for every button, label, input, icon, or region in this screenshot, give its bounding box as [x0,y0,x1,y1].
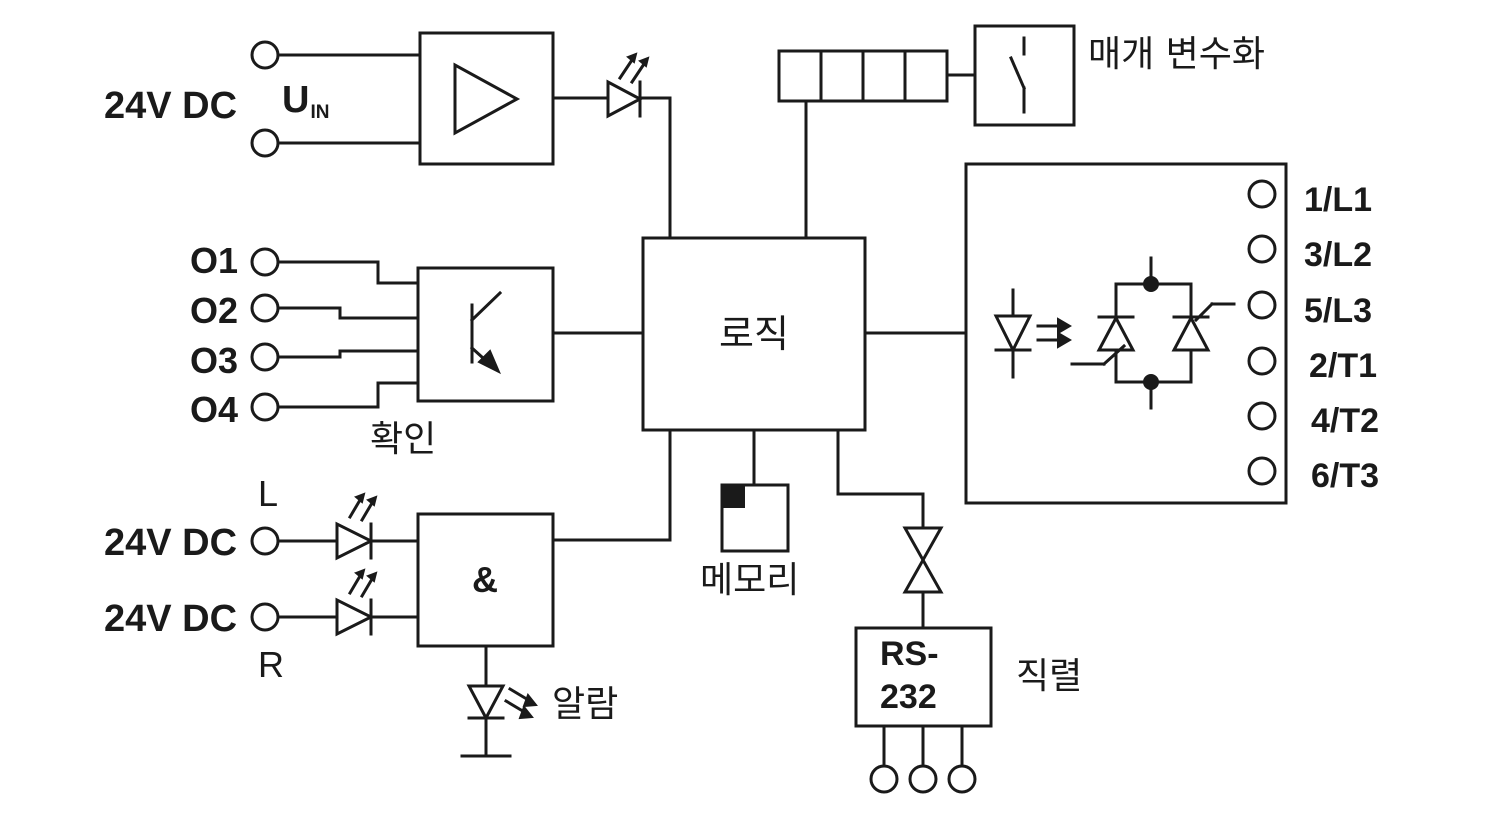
memory-block [720,428,790,553]
input-r-voltage-label: 24V DC [104,598,237,640]
supply-u-label: UIN [282,79,329,123]
supply-voltage-label: 24V DC [104,85,237,127]
outputs-group: O1 O2 O3 O4 [190,240,420,430]
and-gate-label: & [472,559,498,600]
load-terminal-label-1: 1/L1 [1304,181,1372,219]
rs232-label-line1: RS- [880,635,939,673]
input-r-terminal [250,602,280,632]
confirm-label: 확인 [370,419,436,460]
load-terminal-label-6: 6/T3 [1311,457,1379,495]
serial-terminal-1 [869,764,899,794]
logic-block: 로직 [641,236,867,432]
serial-link [836,428,944,630]
input-l-voltage-label: 24V DC [104,522,237,564]
param-switch [973,24,1076,127]
output-label-o1: O1 [190,240,238,281]
alarm-label: 알람 [552,684,618,725]
triac-right-icon [1171,314,1211,352]
rs232-label-line2: 232 [880,678,937,716]
load-terminal-4 [1247,346,1277,376]
supply-terminal-top [250,40,280,70]
input-r-tag: R [258,644,284,685]
load-terminal-3 [1247,290,1277,320]
load-terminal-label-5: 4/T2 [1311,402,1379,440]
serial-label: 직렬 [1016,656,1082,697]
load-output-block [863,162,1288,505]
input-r [250,568,420,637]
param-register [777,49,977,240]
output-terminal-o3 [250,342,280,372]
output-label-o4: O4 [190,389,238,430]
input-r-led-icon [335,597,375,637]
power-led [551,52,672,240]
rs232-block: RS- 232 [854,626,993,794]
load-terminal-6 [1247,456,1277,486]
output-label-o3: O3 [190,340,238,381]
param-label: 매개 변수화 [1088,34,1265,75]
load-terminal-5 [1247,401,1277,431]
output-terminal-o1 [250,247,280,277]
input-l-terminal [250,526,280,556]
serial-terminal-2 [908,764,938,794]
memory-label: 메모리 [700,560,799,601]
output-terminal-o2 [250,293,280,323]
load-terminal-label-2: 3/L2 [1304,236,1372,274]
alarm-led-diode-icon [466,684,506,722]
load-terminal-label-3: 5/L3 [1304,292,1372,330]
opto-led-diode-icon [993,314,1033,354]
input-l-led-icon [335,521,375,561]
output-terminal-o4 [250,392,280,422]
triac-left-icon [1096,314,1136,352]
serial-valve-icon [902,526,944,564]
load-terminal-2 [1247,234,1277,264]
alarm-led [460,644,538,758]
input-l [250,492,420,561]
supply-terminal-bottom [250,128,280,158]
supply-input: 24V DC UIN [104,40,422,158]
load-terminal-1 [1247,179,1277,209]
transistor-emitter-arrow-icon [477,349,501,375]
serial-terminal-3 [947,764,977,794]
output-label-o2: O2 [190,290,238,331]
amplifier-block [418,31,555,166]
transistor-block [416,266,645,403]
and-gate-block: & [416,428,672,648]
logic-label: 로직 [719,312,789,356]
input-l-tag: L [258,473,278,514]
power-led-diode-icon [606,79,644,119]
amplifier-triangle-icon [453,62,521,136]
load-terminal-label-4: 2/T1 [1309,347,1377,385]
